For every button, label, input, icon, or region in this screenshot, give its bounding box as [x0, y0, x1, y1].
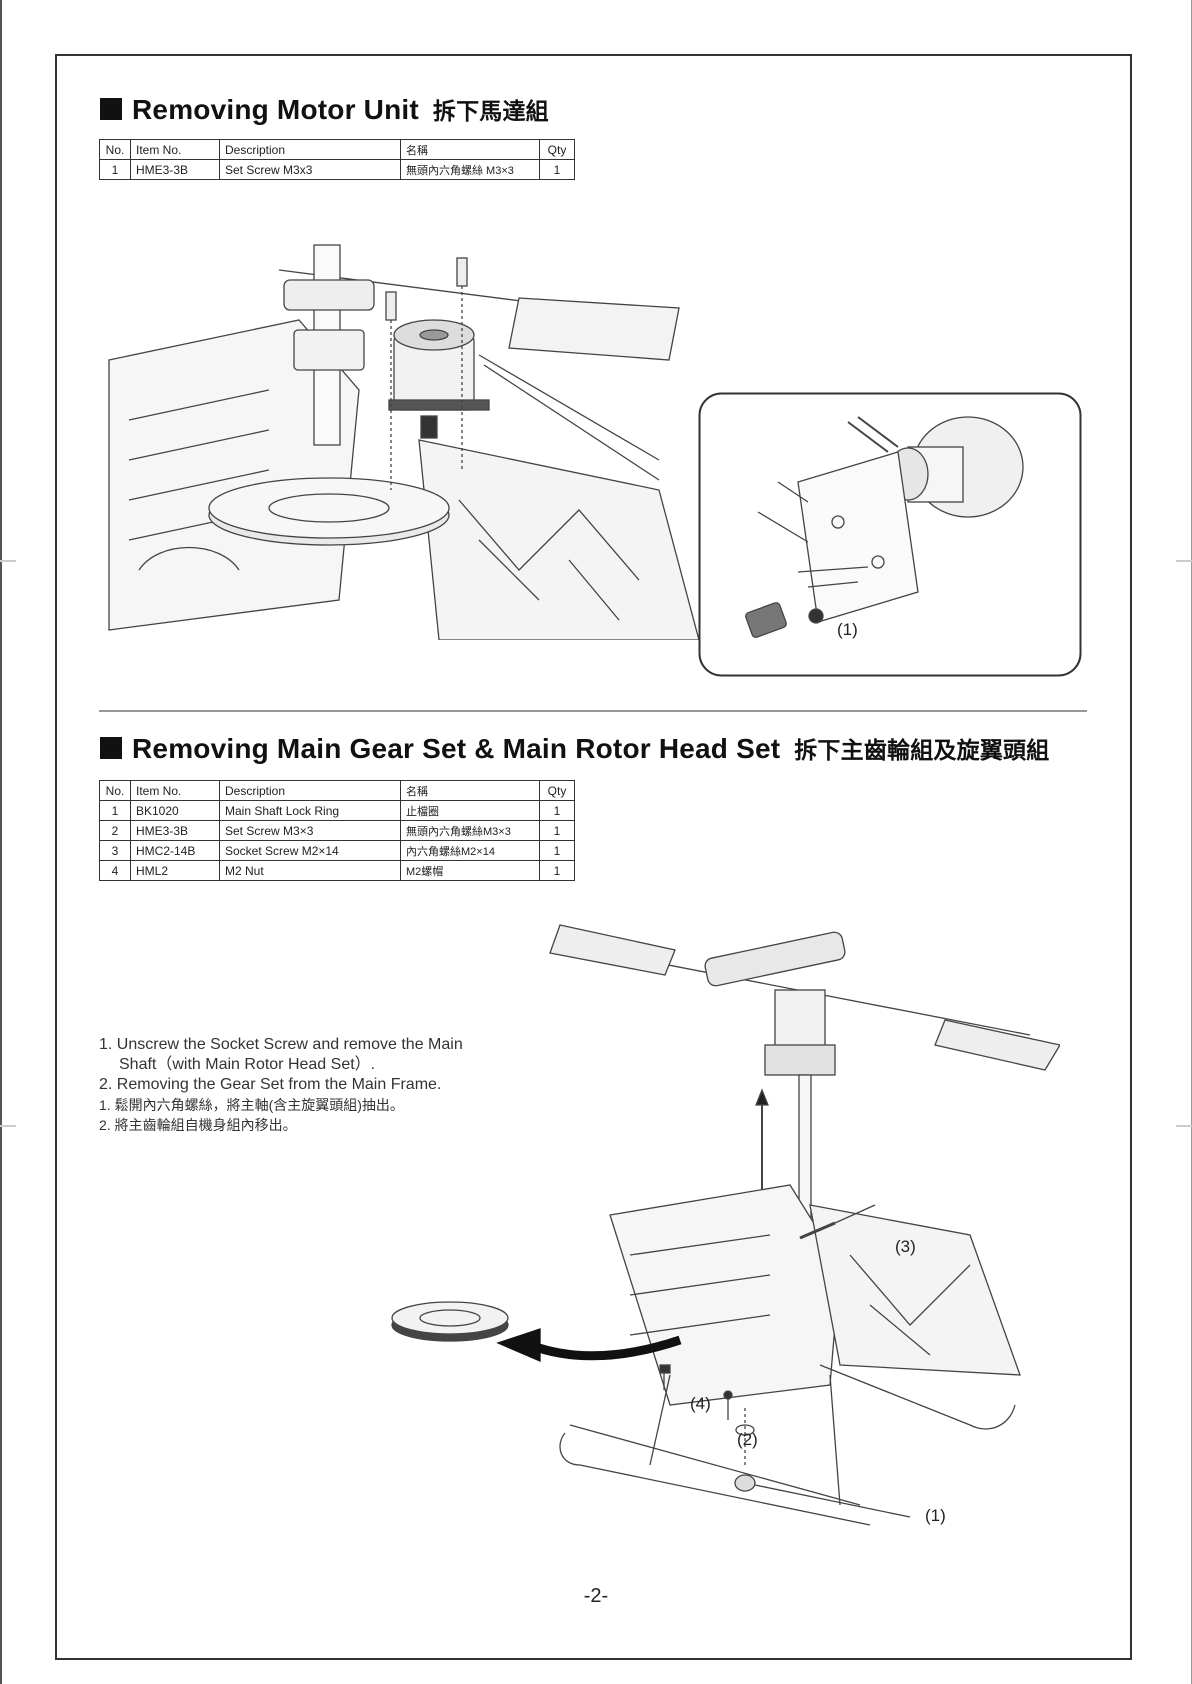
page-left-edge — [0, 0, 2, 1684]
instruction-en-1-cont: Shaft（with Main Rotor Head Set）. — [119, 1056, 376, 1073]
title-en: Removing Motor Unit — [132, 94, 419, 125]
cell-description: Socket Screw M2×14 — [219, 840, 401, 861]
cell-qty: 1 — [539, 860, 575, 881]
cell-no: 1 — [99, 800, 131, 821]
header-item-no: Item No. — [130, 139, 220, 160]
header-description: Description — [219, 780, 401, 801]
page-number: -2- — [583, 1585, 609, 1607]
cell-no: 3 — [99, 840, 131, 861]
title-zh: 拆下主齒輪組及旋翼頭組 — [794, 737, 1050, 763]
table-row: 4 HML2 M2 Nut M2螺帽 1 — [99, 860, 575, 881]
motor-detail-zoom — [698, 392, 1082, 677]
header-name-zh: 名稱 — [400, 780, 540, 801]
callout-3: (3) — [895, 1237, 916, 1256]
cell-description: Set Screw M3x3 — [219, 159, 401, 180]
cell-description: Set Screw M3×3 — [219, 820, 401, 841]
header-description: Description — [219, 139, 401, 160]
motor-frame-drawing — [108, 244, 699, 640]
callout-4: (4) — [690, 1394, 711, 1413]
cell-name-zh: 無頭內六角螺絲M3×3 — [400, 820, 540, 841]
callout-2: (2) — [737, 1430, 758, 1449]
instruction-zh-1: 1. 鬆開內六角螺絲，將主軸(含主旋翼頭組)抽出。 — [99, 1097, 404, 1113]
instruction-en-1: 1. Unscrew the Socket Screw and remove t… — [99, 1036, 463, 1053]
cell-item-no: HME3-3B — [130, 159, 220, 180]
binding-mark — [0, 1125, 16, 1127]
cell-no: 2 — [99, 820, 131, 841]
square-bullet-icon — [100, 98, 122, 120]
cell-no: 4 — [99, 860, 131, 881]
section-title-main-gear: Removing Main Gear Set & Main Rotor Head… — [100, 731, 1049, 765]
title-zh: 拆下馬達組 — [432, 98, 549, 124]
instruction-en-2: 2. Removing the Gear Set from the Main F… — [99, 1076, 442, 1093]
square-bullet-icon — [100, 737, 122, 759]
parts-table-motor-unit: No. Item No. Description 名稱 Qty 1 HME3-3… — [99, 139, 575, 180]
title-en: Removing Main Gear Set & Main Rotor Head… — [132, 733, 781, 764]
table-row: 3 HMC2-14B Socket Screw M2×14 內六角螺絲M2×14… — [99, 840, 575, 861]
cell-name-zh: 止檔圈 — [400, 800, 540, 821]
header-qty: Qty — [539, 780, 575, 801]
table-row: 1 BK1020 Main Shaft Lock Ring 止檔圈 1 — [99, 800, 575, 821]
cell-item-no: HML2 — [130, 860, 220, 881]
cell-qty: 1 — [539, 800, 575, 821]
instructions: 1. Unscrew the Socket Screw and remove t… — [99, 1035, 463, 1135]
cell-description: M2 Nut — [219, 860, 401, 881]
binding-mark — [0, 560, 16, 562]
page-frame — [55, 54, 1132, 1660]
section-title-motor-unit: Removing Motor Unit 拆下馬達組 — [100, 92, 549, 126]
cell-qty: 1 — [539, 840, 575, 861]
main-gear-rotor-drawing — [391, 924, 1060, 1526]
binding-mark — [1176, 1125, 1192, 1127]
cell-qty: 1 — [539, 820, 575, 841]
instruction-zh-2: 2. 將主齒輪組自機身組內移出。 — [99, 1117, 297, 1133]
cell-name-zh: M2螺帽 — [400, 860, 540, 881]
header-item-no: Item No. — [130, 780, 220, 801]
cell-no: 1 — [99, 159, 131, 180]
table-row: 1 HME3-3B Set Screw M3x3 無頭內六角螺絲 M3×3 1 — [99, 159, 575, 180]
cell-item-no: BK1020 — [130, 800, 220, 821]
cell-item-no: HMC2-14B — [130, 840, 220, 861]
cell-name-zh: 無頭內六角螺絲 M3×3 — [400, 159, 540, 180]
binding-mark — [1176, 560, 1192, 562]
callout-1-gear: (1) — [925, 1506, 946, 1525]
header-no: No. — [99, 139, 131, 160]
section-divider — [99, 710, 1087, 712]
cell-name-zh: 內六角螺絲M2×14 — [400, 840, 540, 861]
cell-item-no: HME3-3B — [130, 820, 220, 841]
header-name-zh: 名稱 — [400, 139, 540, 160]
header-no: No. — [99, 780, 131, 801]
cell-description: Main Shaft Lock Ring — [219, 800, 401, 821]
parts-table-main-gear: No. Item No. Description 名稱 Qty 1 BK1020… — [99, 780, 575, 881]
table-row: 2 HME3-3B Set Screw M3×3 無頭內六角螺絲M3×3 1 — [99, 820, 575, 841]
cell-qty: 1 — [539, 159, 575, 180]
header-qty: Qty — [539, 139, 575, 160]
callout-1-motor: (1) — [837, 620, 858, 639]
